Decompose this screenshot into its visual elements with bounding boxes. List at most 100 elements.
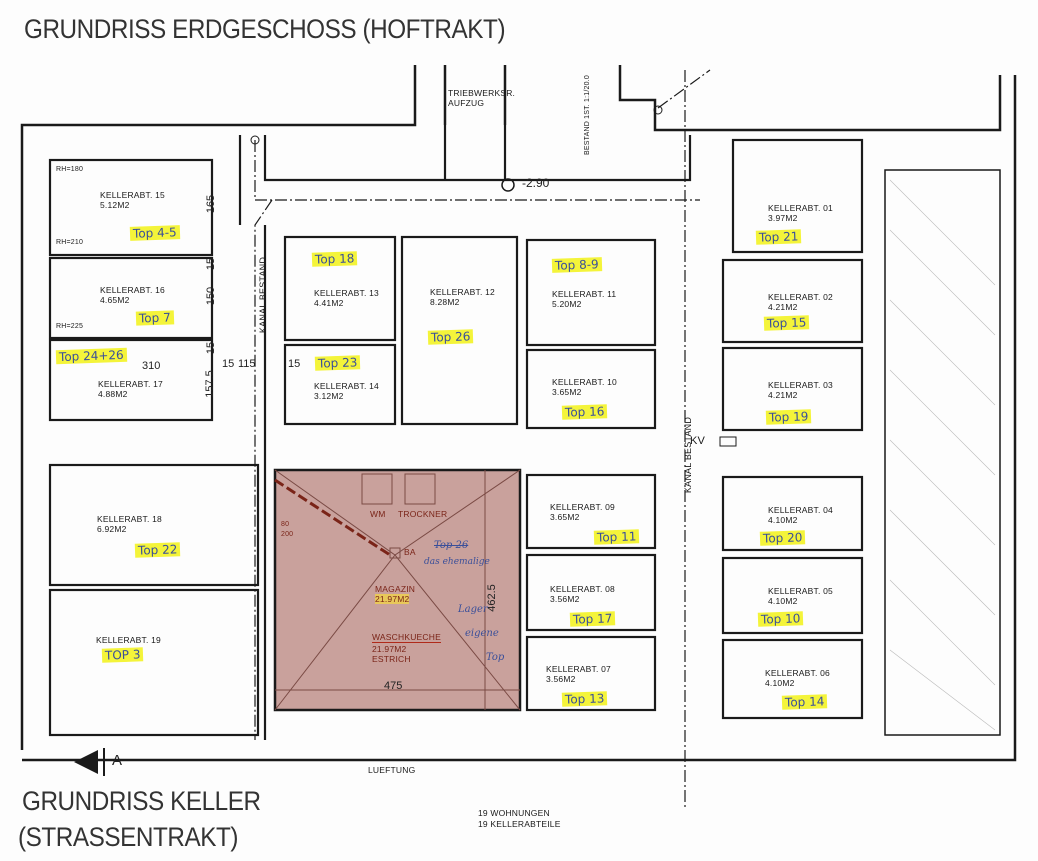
room-06-top: Top 14 [781, 694, 828, 710]
label-magazin: MAGAZIN [375, 584, 416, 594]
outer-wall [20, 65, 1017, 762]
kv-box [719, 436, 737, 447]
room-18-area: 6.92M2 [97, 524, 127, 534]
dim-165: 165 [205, 194, 218, 214]
room-09-area: 3.65M2 [550, 512, 580, 522]
label-kanal-left: KANAL BESTAND [258, 256, 269, 334]
level-mark: -2.90 [522, 176, 550, 190]
room-10-top: Top 16 [561, 404, 608, 420]
room-12-top: Top 26 [427, 329, 474, 345]
dim-115: 115 [238, 358, 256, 370]
room-10-name: KELLERABT. 10 [552, 377, 617, 387]
room-12-area: 8.28M2 [430, 297, 460, 307]
room-11-top: Top 8-9 [551, 257, 602, 273]
laundry-fixtures [274, 469, 521, 711]
label-kv: KV [690, 435, 706, 447]
summary-wohnungen: 19 WOHNUNGEN [478, 808, 550, 818]
room-16-top: Top 7 [135, 310, 174, 326]
room-03-name: KELLERABT. 03 [768, 380, 833, 390]
room-06-area: 4.10M2 [765, 678, 795, 688]
room-19-top: TOP 3 [101, 647, 144, 663]
note-top-26: Top 26 [434, 540, 469, 551]
room-09-name: KELLERABT. 09 [550, 502, 615, 512]
room-17-area: 4.88M2 [98, 389, 128, 399]
label-lueftung: LUEFTUNG [368, 765, 416, 775]
label-bestand: BESTAND 1ST. 1:1/20.0 [583, 75, 591, 155]
title-basement: GRUNDRISS KELLER [22, 786, 261, 816]
drain-pipe [274, 478, 391, 557]
room-06-name: KELLERABT. 06 [765, 668, 830, 678]
room-03-top: Top 19 [765, 409, 812, 425]
room-02-name: KELLERABT. 02 [768, 292, 833, 302]
note-top: Top [486, 652, 505, 663]
section-arrow-icon [74, 750, 98, 774]
room-11-area: 5.20M2 [552, 299, 582, 309]
note-ehemalige: das ehemalige [424, 557, 490, 567]
room-walls [48, 125, 864, 740]
axis-lines [254, 69, 711, 810]
room-13-name: KELLERABT. 13 [314, 288, 379, 298]
room-15-name: KELLERABT. 15 [100, 190, 165, 200]
label-rh225: RH=225 [56, 323, 84, 330]
room-02-area: 4.21M2 [768, 302, 798, 312]
label-waschkueche-area: 21.97M2 [372, 644, 407, 654]
dim-157-5: 157.5 [203, 370, 216, 398]
label-estrich: ESTRICH [372, 654, 411, 664]
dim-150: 150 [205, 286, 218, 306]
room-17-top: Top 24+26 [55, 347, 127, 365]
dim-15: 15 [288, 358, 301, 370]
note-eigene: eigene [465, 628, 499, 639]
room-01-area: 3.97M2 [768, 213, 798, 223]
label-wm: WM [370, 509, 386, 519]
title-basement-sub: (STRASSENTRAKT) [18, 822, 239, 852]
room-01-top: Top 21 [755, 229, 802, 245]
room-17-name: KELLERABT. 17 [98, 379, 163, 389]
label-ba: BA [404, 547, 416, 557]
note-lager: Lager [458, 604, 488, 615]
room-05-area: 4.10M2 [768, 596, 798, 606]
shaft-icon [250, 135, 260, 145]
shaft-icon [653, 105, 663, 115]
room-07-area: 3.56M2 [546, 674, 576, 684]
room-10-area: 3.65M2 [552, 387, 582, 397]
laundry-room [273, 468, 522, 712]
room-18-top: Top 22 [134, 542, 181, 558]
room-03-area: 4.21M2 [768, 390, 798, 400]
room-16-name: KELLERABT. 16 [100, 285, 165, 295]
room-04-top: Top 20 [759, 530, 806, 546]
room-05-name: KELLERABT. 05 [768, 586, 833, 596]
room-15-area: 5.12M2 [100, 200, 130, 210]
room-13-area: 4.41M2 [314, 298, 344, 308]
dim-475: 475 [384, 680, 403, 692]
dim-15: 15 [205, 341, 218, 355]
label-rh180: RH=180 [56, 166, 84, 173]
room-11-name: KELLERABT. 11 [552, 289, 617, 299]
room-09-top: Top 11 [593, 529, 640, 545]
summary-kellerabteile: 19 KELLERABTEILE [478, 819, 561, 829]
room-05-top: Top 10 [757, 611, 804, 627]
room-18-name: KELLERABT. 18 [97, 514, 162, 524]
room-04-area: 4.10M2 [768, 515, 798, 525]
room-14-top: Top 23 [314, 355, 361, 371]
room-19-name: KELLERABT. 19 [96, 635, 161, 645]
floor-drain [389, 547, 401, 559]
dim-15: 15 [222, 358, 235, 370]
room-07-top: Top 13 [561, 691, 608, 707]
door-dim: 80 200 [281, 521, 294, 538]
section-label: A [112, 752, 123, 769]
label-triebwerk: TRIEBWERKSR. [448, 88, 516, 98]
dim-310: 310 [142, 360, 161, 372]
room-08-name: KELLERABT. 08 [550, 584, 615, 594]
title-ground-floor: GRUNDRISS ERDGESCHOSS (HOFTRAKT) [24, 14, 506, 44]
hatched-area [884, 169, 1001, 736]
label-rh210: RH=210 [56, 239, 84, 246]
room-13-top: Top 18 [311, 251, 358, 267]
label-kanal-right: KANAL BESTAND [683, 416, 694, 494]
washing-machine [361, 473, 393, 505]
room-08-top: Top 17 [569, 611, 616, 627]
room-14-area: 3.12M2 [314, 391, 344, 401]
room-08-area: 3.56M2 [550, 594, 580, 604]
room-12-name: KELLERABT. 12 [430, 287, 495, 297]
